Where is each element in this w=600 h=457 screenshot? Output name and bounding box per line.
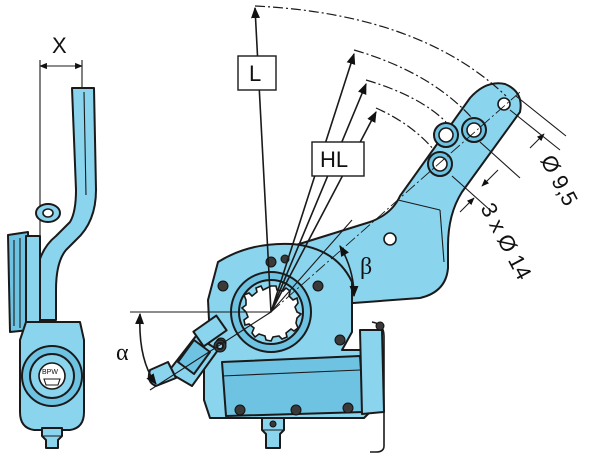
hl-label-box — [311, 141, 365, 177]
hole-14-c — [432, 156, 448, 172]
hole-small — [383, 232, 397, 246]
side-stem — [41, 427, 63, 449]
front-view: α β L HL Ø 9,5 3 x Ø 14 — [116, 5, 583, 453]
diameter-9-5-label: Ø 9,5 — [536, 151, 583, 210]
x-label: X — [52, 33, 67, 58]
l-label-box — [237, 55, 277, 91]
diameter-14-label: 3 x Ø 14 — [476, 199, 537, 284]
l-label: L — [249, 61, 261, 86]
side-bracket — [359, 329, 385, 415]
diameter-leaders — [451, 95, 567, 213]
hole-14-a — [466, 122, 482, 138]
side-arm — [35, 87, 97, 321]
logo-text: BPW — [42, 369, 58, 376]
beta-label: β — [360, 254, 372, 280]
spline-bore — [240, 284, 303, 342]
beta-arc — [339, 245, 359, 298]
alpha-arc — [135, 312, 157, 385]
hole-9-5 — [497, 97, 511, 111]
alpha-label: α — [116, 340, 129, 366]
hl-label: HL — [320, 147, 348, 172]
bottom-stud — [261, 417, 285, 449]
hole-14-b — [438, 127, 454, 143]
side-view: X BPW — [7, 33, 97, 449]
